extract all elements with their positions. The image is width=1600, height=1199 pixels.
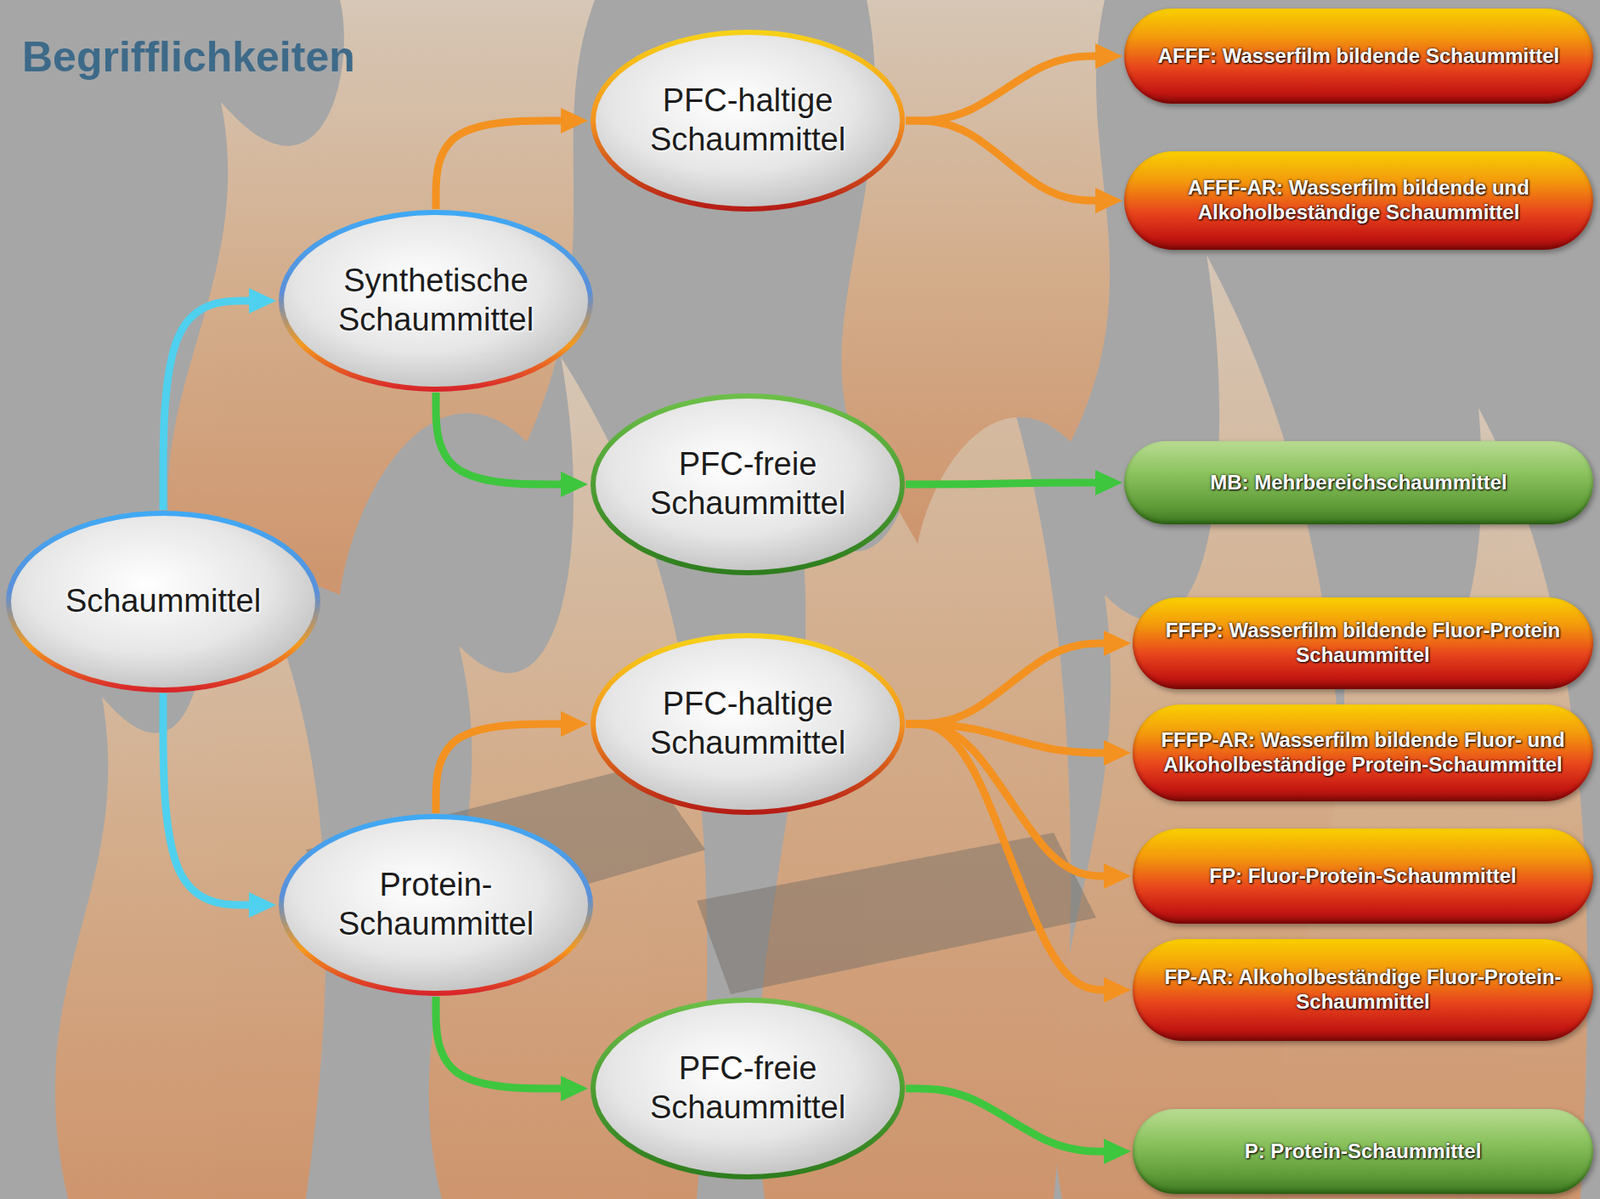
- node-label: AFFF-AR: Wasserfilm bildende und Alkohol…: [1149, 175, 1568, 226]
- node-label: Protein-Schaummittel: [318, 865, 553, 944]
- category-ellipse: Protein-Schaummittel: [277, 813, 594, 997]
- connector-arrow: [435, 996, 570, 1089]
- node-label: FFFP: Wasserfilm bildende Fluor-Protein …: [1158, 618, 1568, 668]
- foam-type-pill: P: Protein-Schaummittel: [1132, 1108, 1594, 1194]
- text-holder: PFC-haltige Schaummittel: [630, 81, 865, 159]
- foam-type-pill: FFFP: Wasserfilm bildende Fluor-Protein …: [1132, 597, 1594, 690]
- node-label: Schaummittel: [45, 582, 280, 622]
- ellipse-outline: [589, 996, 906, 1181]
- text-holder: FFFP-AR: Wasserfilm bildende Fluor- und …: [1158, 728, 1568, 778]
- text-holder: PFC-freie Schaummittel: [630, 1049, 865, 1127]
- text-holder: FFFP: Wasserfilm bildende Fluor-Protein …: [1158, 618, 1568, 668]
- text-holder: Protein-Schaummittel: [318, 865, 553, 944]
- ellipse-outline: [277, 813, 594, 997]
- node-label: PFC-haltige Schaummittel: [630, 81, 865, 159]
- connector-arrow: [905, 1088, 1113, 1152]
- node-label: AFFF: Wasserfilm bildende Schaummittel: [1149, 44, 1568, 69]
- category-ellipse: PFC-haltige Schaummittel: [589, 28, 906, 213]
- connector-arrow: [435, 120, 570, 210]
- category-ellipse: Synthetische Schaummittel: [277, 209, 594, 393]
- category-ellipse: PFC-freie Schaummittel: [589, 996, 906, 1181]
- connector-arrow: [905, 643, 1113, 724]
- node-label: PFC-freie Schaummittel: [630, 1049, 865, 1127]
- foam-ellipse: [8, 513, 318, 690]
- foam-ellipse: [281, 816, 591, 994]
- category-ellipse: PFC-freie Schaummittel: [589, 392, 906, 577]
- foam-type-pill: AFFF-AR: Wasserfilm bildende und Alkohol…: [1124, 151, 1594, 250]
- connector-arrow: [905, 723, 1113, 990]
- ellipse-outline: [589, 392, 906, 577]
- foam-type-pill: FP-AR: Alkoholbeständige Fluor-Protein-S…: [1132, 938, 1594, 1041]
- foam-type-pill: MB: Mehrbereichschaummittel: [1124, 440, 1594, 525]
- text-holder: MB: Mehrbereichschaummittel: [1149, 470, 1568, 496]
- foam-ellipse: [281, 212, 591, 390]
- diagram-title: Begrifflichkeiten: [22, 32, 356, 82]
- ellipse-outline: [589, 632, 906, 816]
- ellipse-outline: [589, 28, 906, 213]
- text-holder: PFC-freie Schaummittel: [630, 445, 865, 523]
- text-holder: Synthetische Schaummittel: [318, 261, 553, 340]
- node-label: FP-AR: Alkoholbeständige Fluor-Protein-S…: [1158, 965, 1568, 1015]
- connector-arrow: [435, 392, 570, 485]
- connector-arrow: [905, 482, 1104, 485]
- foam-ellipse: [593, 395, 903, 573]
- node-label: PFC-freie Schaummittel: [630, 445, 865, 523]
- node-label: Synthetische Schaummittel: [318, 261, 553, 340]
- text-holder: FP-AR: Alkoholbeständige Fluor-Protein-S…: [1158, 965, 1568, 1015]
- connector-arrow: [905, 56, 1104, 121]
- text-holder: PFC-haltige Schaummittel: [630, 684, 865, 763]
- node-label: MB: Mehrbereichschaummittel: [1149, 470, 1568, 496]
- connector-arrow: [163, 693, 258, 905]
- node-label: FFFP-AR: Wasserfilm bildende Fluor- und …: [1158, 728, 1568, 778]
- text-holder: AFFF-AR: Wasserfilm bildende und Alkohol…: [1149, 175, 1568, 226]
- text-holder: FP: Fluor-Protein-Schaummittel: [1158, 864, 1568, 889]
- node-label: FP: Fluor-Protein-Schaummittel: [1158, 864, 1568, 889]
- text-holder: AFFF: Wasserfilm bildende Schaummittel: [1149, 44, 1568, 69]
- foam-type-pill: FP: Fluor-Protein-Schaummittel: [1132, 828, 1594, 924]
- foam-ellipse: [593, 32, 903, 210]
- category-ellipse: PFC-haltige Schaummittel: [589, 632, 906, 816]
- foam-ellipse: [593, 1000, 903, 1177]
- connector-arrow: [905, 120, 1104, 201]
- foam-type-pill: FFFP-AR: Wasserfilm bildende Fluor- und …: [1132, 704, 1594, 802]
- text-holder: Schaummittel: [45, 582, 280, 622]
- connector-arrow: [163, 300, 258, 510]
- text-holder: P: Protein-Schaummittel: [1158, 1139, 1568, 1165]
- node-label: P: Protein-Schaummittel: [1158, 1139, 1568, 1165]
- connector-arrow: [435, 723, 570, 814]
- foam-type-pill: AFFF: Wasserfilm bildende Schaummittel: [1124, 8, 1594, 104]
- foam-ellipse: [593, 635, 903, 813]
- ellipse-outline: [277, 209, 594, 393]
- category-ellipse: Schaummittel: [5, 509, 322, 694]
- node-label: PFC-haltige Schaummittel: [630, 684, 865, 763]
